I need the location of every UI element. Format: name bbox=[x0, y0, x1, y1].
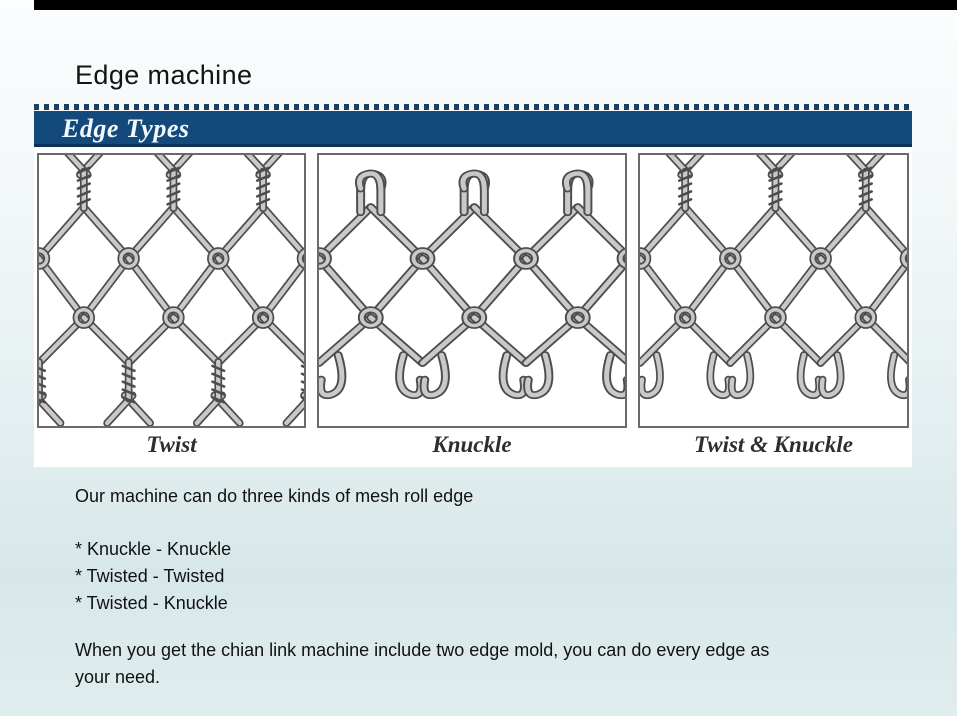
list-item: * Twisted - Knuckle bbox=[75, 593, 228, 613]
panel-label-twist: Twist bbox=[146, 432, 197, 457]
dotted-border-line bbox=[34, 104, 912, 110]
mesh-panel-box bbox=[37, 153, 306, 428]
mesh-drawing-twist-knuckle bbox=[640, 155, 907, 400]
mesh-panel-knuckle: Knuckle bbox=[317, 153, 627, 467]
panel-label-knuckle: Knuckle bbox=[432, 432, 512, 457]
panel-label-twist-knuckle: Twist & Knuckle bbox=[694, 432, 853, 457]
mesh-panel-box bbox=[638, 153, 909, 428]
mesh-panel-box bbox=[317, 153, 627, 428]
page-title: Edge machine bbox=[75, 60, 253, 90]
edge-types-figure: Edge Types Twist Knuckle Twist & Knuckle bbox=[34, 104, 912, 467]
mesh-panel-twist: Twist bbox=[37, 153, 306, 467]
note-text: When you get the chian link machine incl… bbox=[75, 637, 769, 691]
list-item: * Knuckle - Knuckle bbox=[75, 539, 232, 559]
figure-banner-title: Edge Types bbox=[62, 114, 190, 143]
list-item: * Twisted - Twisted bbox=[75, 566, 225, 586]
note-line-1: When you get the chian link machine incl… bbox=[75, 640, 770, 660]
intro-text: Our machine can do three kinds of mesh r… bbox=[75, 486, 474, 506]
mesh-drawing-knuckle bbox=[319, 169, 625, 400]
figure-banner: Edge Types bbox=[34, 111, 912, 147]
mesh-panels-row: Twist Knuckle Twist & Knuckle bbox=[34, 147, 912, 467]
mesh-panel-twist-knuckle: Twist & Knuckle bbox=[638, 153, 909, 467]
note-line-2: your need. bbox=[75, 667, 161, 687]
edge-options-list: * Knuckle - Knuckle * Twisted - Twisted … bbox=[75, 536, 231, 617]
mesh-drawing-twist bbox=[39, 155, 304, 426]
top-black-bar bbox=[34, 0, 957, 10]
